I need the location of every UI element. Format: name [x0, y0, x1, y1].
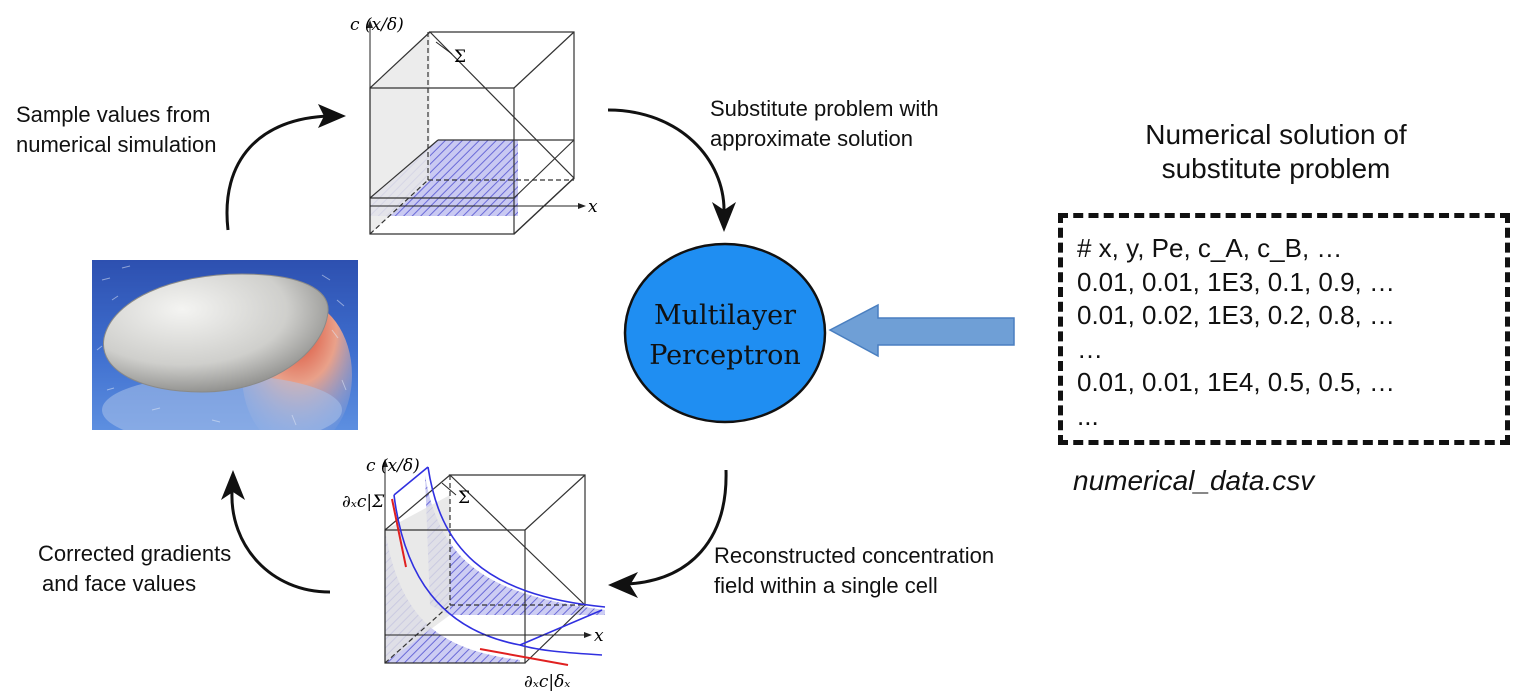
bottom-axis-y-label: c (x/δ) [366, 456, 420, 476]
label-line: Sample values from [16, 102, 211, 127]
csv-title-line: substitute problem [1161, 153, 1391, 184]
csv-filename: numerical_data.csv [1073, 465, 1315, 496]
csv-line: # x, y, Pe, c_A, c_B, … [1077, 233, 1343, 263]
csv-line: 0.01, 0.01, 1E3, 0.1, 0.9, … [1077, 266, 1395, 297]
arrow-sample-values [225, 114, 331, 231]
label-line: numerical simulation [16, 132, 217, 157]
boundary-gradient-line [479, 648, 569, 666]
csv-title: Numerical solution of substitute problem [1100, 118, 1452, 186]
label-line: and face values [42, 571, 197, 596]
csv-title-line: Numerical solution of [1145, 119, 1407, 150]
label-reconstructed-field: Reconstructed concentration field within… [714, 541, 994, 601]
csv-line: ... [1077, 400, 1099, 431]
bottom-axis-x-label: x [594, 626, 604, 646]
label-line: Corrected gradients [38, 541, 232, 566]
top-interface-plane [370, 32, 430, 234]
bottom-interface-label: Σ [458, 488, 470, 508]
csv-line: … [1077, 333, 1103, 364]
mlp-line1: Multilayer [654, 300, 796, 331]
label-line: field within a single cell [714, 573, 938, 598]
multilayer-perceptron-node: Multilayer Perceptron [623, 242, 827, 424]
bottom-cell-diagram: c (x/δ) x Σ ∂ₓc|Σ ∂ₓc|δₓ [342, 456, 606, 692]
csv-to-mlp-arrow [828, 303, 1015, 358]
label-line: approximate solution [710, 126, 914, 151]
label-line: Reconstructed concentration [714, 543, 995, 568]
boundary-gradient-label: ∂ₓc|δₓ [524, 672, 570, 692]
csv-line: 0.01, 0.01, 1E4, 0.5, 0.5, … [1077, 367, 1395, 397]
top-cell-diagram: c (x/δ) x Σ [350, 15, 598, 235]
arrow-reconstructed-field [627, 469, 728, 586]
label-sample-values: Sample values from numerical simulation [16, 100, 217, 160]
label-corrected-gradients: Corrected gradients and face values [38, 539, 231, 599]
csv-line: 0.01, 0.02, 1E3, 0.2, 0.8, … [1077, 300, 1395, 330]
interface-gradient-line [391, 498, 407, 568]
arrow-substitute-problem [607, 108, 726, 213]
interface-gradient-label: ∂ₓc|Σ [342, 492, 385, 512]
top-axis-x-label: x [588, 197, 598, 217]
csv-data-box: # x, y, Pe, c_A, c_B, … 0.01, 0.01, 1E3,… [1058, 213, 1510, 445]
top-interface-label: Σ [454, 47, 466, 67]
label-line: Substitute problem with [710, 96, 939, 121]
top-liquid-region [370, 198, 514, 216]
label-substitute-problem: Substitute problem with approximate solu… [710, 94, 939, 154]
top-axis-y-label: c (x/δ) [350, 15, 404, 35]
mlp-line2: Perceptron [649, 340, 801, 371]
arrow-corrected-gradients [230, 491, 331, 594]
bubble-simulation-image [92, 260, 358, 430]
